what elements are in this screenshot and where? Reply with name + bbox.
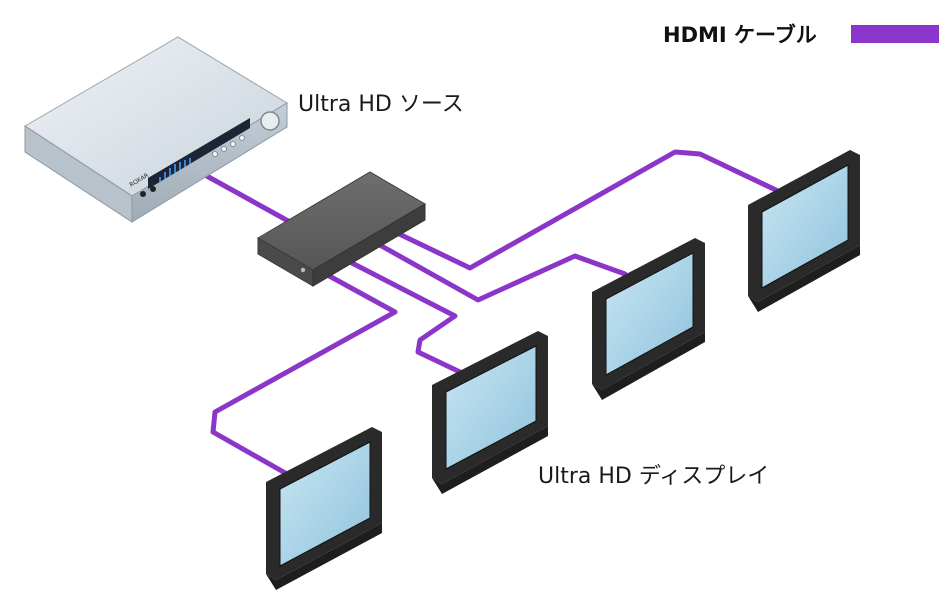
player-level-meter (159, 158, 191, 182)
player-knob-icon (260, 111, 280, 131)
cable-source-to-splitter (202, 172, 293, 225)
cable-to-display-far-right (392, 149, 783, 271)
legend-title: HDMI ケーブル (663, 23, 817, 47)
splitter-logo-icon (300, 267, 306, 273)
splitter-side (312, 203, 426, 287)
player-side (24, 125, 133, 223)
cable-to-display-right (375, 241, 628, 303)
display-right (592, 238, 705, 400)
player-jack-icon (140, 191, 146, 197)
cable-to-display-left (210, 269, 398, 477)
player-buttons (212, 135, 245, 157)
hdmi-splitter (257, 171, 426, 287)
display-left (266, 427, 382, 590)
player-display-panel (148, 118, 250, 189)
display-label: Ultra HD ディスプレイ (538, 464, 770, 489)
cable-to-display-center (347, 259, 463, 375)
hdmi-cables (202, 149, 783, 477)
display-far-right (748, 150, 860, 312)
source-label: Ultra HD ソース (298, 92, 464, 117)
ultra-hd-source-device: ROXAR (24, 36, 288, 223)
legend-cable-swatch (851, 25, 939, 43)
display-center (432, 331, 548, 494)
player-jack-icon-2 (150, 186, 156, 192)
